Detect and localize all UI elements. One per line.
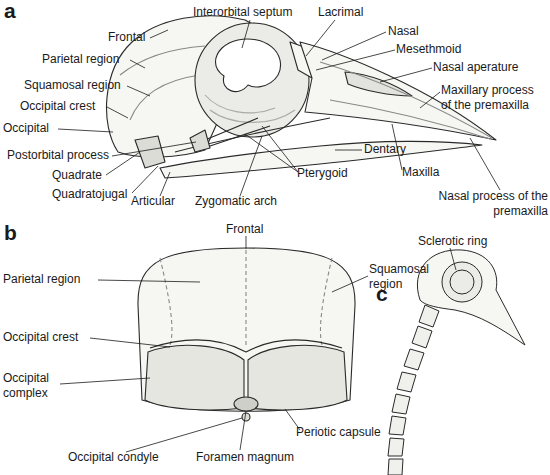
part-label: Occipital crest [20,99,95,114]
part-label: Maxillary process of the premaxilla [441,83,545,113]
part-label: Quadrate [52,168,102,183]
leader-line [380,68,432,82]
part-label: Frontal [108,30,145,45]
sclerotic-ring [442,262,482,302]
leader-line [130,60,145,68]
part-label: Sclerotic ring [418,234,487,249]
part-label: Frontal [226,222,263,237]
leader-line [245,134,298,172]
part-label: Nasal [388,24,419,39]
head-skull [417,250,525,345]
part-label: Postorbital process [7,148,109,163]
squamosal-suture [130,75,200,120]
leader-line [240,136,262,196]
leader-line [246,236,247,249]
leader-line [106,152,140,175]
part-label: Nasal process of the premaxilla [438,189,548,219]
zygomatic-arch [175,118,330,152]
occipital-lobe [145,345,244,410]
leader-line [332,276,368,292]
leader-line [240,411,246,450]
part-label: Pterygoid [297,166,348,181]
leader-line [112,142,196,156]
leader-line [322,32,386,60]
leader-line [420,92,440,108]
part-label: Maxilla [402,165,439,180]
postorbital-process [190,130,210,152]
leader-line [90,338,170,347]
foramen-magnum [234,397,258,411]
leader-line [60,378,150,384]
parietal-suture [160,258,332,345]
part-label: Squamosal region [24,78,121,93]
part-label: Zygomatic arch [195,194,277,209]
part-label: Occipital condyle [68,450,159,465]
leader-line [132,166,158,193]
lateral-skull [106,16,496,178]
midline-suture [245,250,246,345]
leader-line [107,107,128,118]
leader-line [242,20,250,48]
part-label: Foramen magnum [196,450,294,465]
interorbital-septum [216,39,281,92]
part-label: Articular [131,194,175,209]
occipital-condyle [242,413,250,421]
part-label: Mesethmoid [396,42,461,57]
part-label: Lacrimal [318,5,363,20]
leader-line [127,86,150,96]
skull-back [138,248,355,411]
panel-letter: c [376,283,388,305]
leader-line [450,248,456,270]
head-and-neck [388,250,525,475]
part-label: Quadratojugal [52,187,127,202]
part-label: Parietal region [42,52,119,67]
part-label: Occipital crest [3,330,78,345]
leader-line [262,126,298,172]
part-label: Occipital [3,121,49,136]
part-label: Parietal region [3,272,80,287]
leader-line [126,418,242,452]
leader-line [150,30,168,38]
leader-line [160,172,170,196]
parietal-suture [120,46,205,75]
occipital-lobe [248,345,347,410]
posterior-skull [138,248,355,421]
part-label: Periotic capsule [296,425,381,440]
panel-letter: b [4,222,17,244]
leader-line [98,280,200,282]
sclerotic-ring-inner [450,270,474,294]
leader-line [316,50,395,70]
part-label: Interorbital septum [193,5,292,20]
leader-line [470,138,500,190]
part-label: Occipital complex [3,371,69,401]
orbit-shading [205,95,295,122]
part-label: Dentary [364,142,406,157]
leader-line [306,20,335,56]
leader-line [58,129,113,132]
leader-lines [58,20,500,452]
part-label: Nasal aperature [433,60,518,75]
leader-line [335,150,362,151]
neck-vertebrae [388,305,439,475]
panel-letter: a [4,0,16,22]
